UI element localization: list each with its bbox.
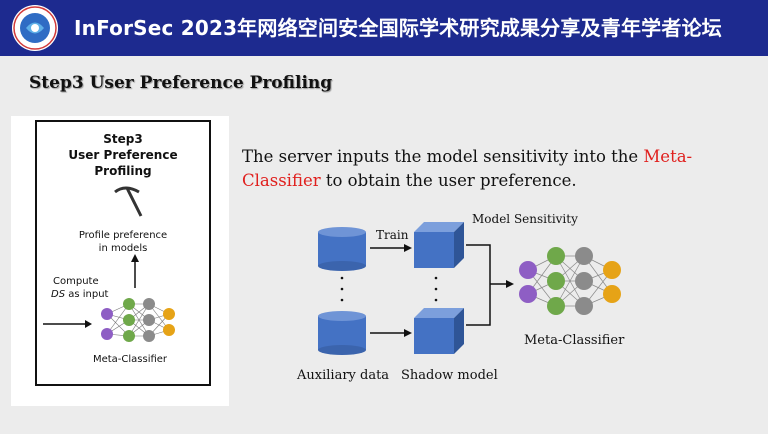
ds-symbol: DS [51,289,66,300]
description-start: The server inputs the model sensitivity … [242,147,644,166]
step-heading-line3: Profiling [94,164,152,178]
meta-classifier-highlight: Meta-Classifier [242,147,693,190]
connector-arrowhead [506,280,514,288]
step-graphics [43,186,175,342]
logo-emblem-icon [13,6,57,50]
sensitivity-connector [466,244,508,326]
ellipsis-dots-data [340,276,344,302]
mini-neural-network-icon [101,298,175,342]
train-arrow-bottom [370,329,412,337]
database-icon-bottom [318,311,366,355]
shadow-model-label: Shadow model [401,368,498,383]
input-arrow-icon [43,320,92,328]
up-arrow-icon [131,254,139,288]
meta-classifier-network-icon [519,247,621,315]
shadow-model-cube-top [414,222,464,268]
train-label: Train [376,228,409,242]
profile-preference-line1: Profile preference [78,230,168,241]
pickaxe-icon [114,186,143,217]
ellipsis-dots-models [434,276,438,302]
conference-logo [12,5,58,51]
slide-title: Step3 User Preference Profiling [29,73,333,93]
meta-classifier-label: Meta-Classifier [524,333,625,348]
auxiliary-data-label: Auxiliary data [297,368,390,383]
step-heading-line2: User Preference [68,148,178,162]
shadow-model-cube-bottom [414,308,464,354]
conference-title: InForSec 2023年网络空间安全国际学术研究成果分享及青年学者论坛 [74,16,722,40]
header-bar: InForSec 2023年网络空间安全国际学术研究成果分享及青年学者论坛 [0,0,768,56]
step-panel: Step3 User Preference Profiling [11,116,229,406]
profile-preference-line2: in models [98,243,148,254]
description-end: to obtain the user preference. [320,171,577,190]
train-arrow-top [370,244,412,252]
compute-label: Compute [53,276,99,287]
step-box: Step3 User Preference Profiling [35,120,211,386]
main-description: The server inputs the model sensitivity … [242,145,762,193]
mini-meta-classifier-label: Meta-Classifier [92,354,168,365]
ds-rest: as input [65,289,109,300]
model-sensitivity-label: Model Sensitivity [472,212,578,226]
compute-ds-label: DS as input [51,289,108,300]
step-heading-line1: Step3 [103,132,143,146]
database-icon-top [318,227,366,271]
